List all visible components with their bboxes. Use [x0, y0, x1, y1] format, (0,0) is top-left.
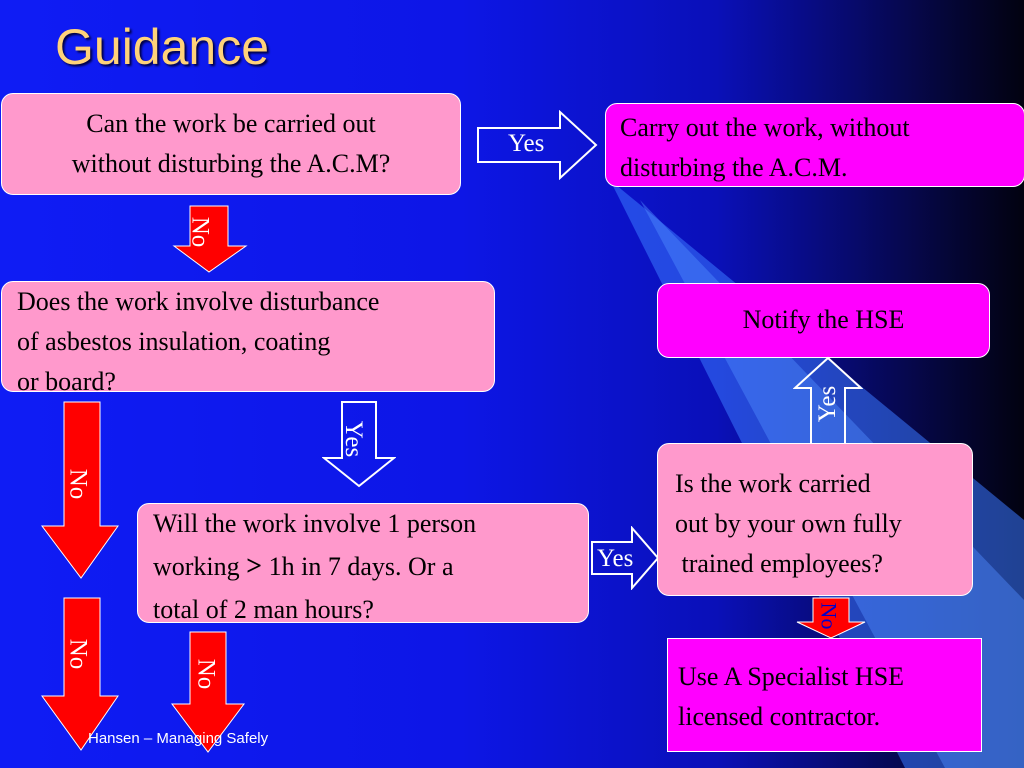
box-text: working: [153, 552, 247, 581]
box-line: Notify the HSE: [742, 305, 905, 334]
greater-than-symbol: >: [246, 551, 263, 582]
question-work-hours-box: Will the work involve 1 person working >…: [137, 503, 589, 624]
yes-label: Yes: [508, 130, 545, 157]
box-line: Can the work be carried out: [86, 109, 376, 138]
no-arrow-down: [41, 401, 119, 579]
box-line: Does the work involve disturbance: [17, 287, 380, 316]
question-asbestos-insulation-box: Does the work involve disturbance of asb…: [1, 281, 495, 396]
carry-out-work-box: Carry out the work, without disturbing t…: [605, 103, 1024, 187]
yes-arrow-up: [793, 356, 863, 447]
slide-title: Guidance: [55, 19, 270, 75]
yes-arrow-right: [591, 526, 660, 590]
yes-label: Yes: [814, 385, 842, 423]
no-arrow-down: [41, 597, 119, 751]
footer-text: Hansen – Managing Safely: [88, 730, 269, 747]
box-line: without disturbing the A.C.M?: [71, 149, 391, 178]
box-line: of asbestos insulation, coating: [17, 327, 331, 356]
question-trained-employees-box: Is the work carried out by your own full…: [657, 443, 973, 596]
no-arrow-down: [172, 205, 248, 273]
box-line: total of 2 man hours?: [153, 595, 374, 624]
no-arrow-down: [796, 597, 866, 639]
no-label: No: [64, 468, 92, 500]
box-line: working > 1h in 7 days. Or a: [153, 544, 588, 590]
box-line: Will the work involve 1 person: [153, 509, 477, 538]
box-line: Carry out the work, without: [620, 113, 910, 142]
yes-label: Yes: [340, 420, 368, 458]
box-line: or board?: [17, 367, 116, 396]
box-line: out by your own fully: [675, 509, 902, 538]
box-line: Is the work carried: [675, 469, 871, 498]
specialist-contractor-box: Use A Specialist HSE licensed contractor…: [667, 638, 982, 752]
box-text: 1h in 7 days. Or a: [262, 552, 454, 581]
no-label: No: [816, 602, 842, 630]
box-line: disturbing the A.C.M.: [620, 153, 848, 182]
no-label: No: [192, 658, 220, 690]
notify-hse-box: Notify the HSE: [657, 283, 990, 358]
no-label: No: [64, 638, 92, 670]
yes-label: Yes: [597, 545, 634, 572]
no-arrow-down: [171, 631, 245, 753]
box-line: licensed contractor.: [678, 702, 881, 731]
yes-arrow-right: [477, 110, 598, 180]
yes-arrow-down: [322, 401, 396, 488]
no-label: No: [186, 216, 214, 248]
box-line: Use A Specialist HSE: [678, 662, 905, 691]
box-line: trained employees?: [675, 549, 883, 578]
question-disturb-acm-box: Can the work be carried out without dist…: [1, 93, 461, 195]
